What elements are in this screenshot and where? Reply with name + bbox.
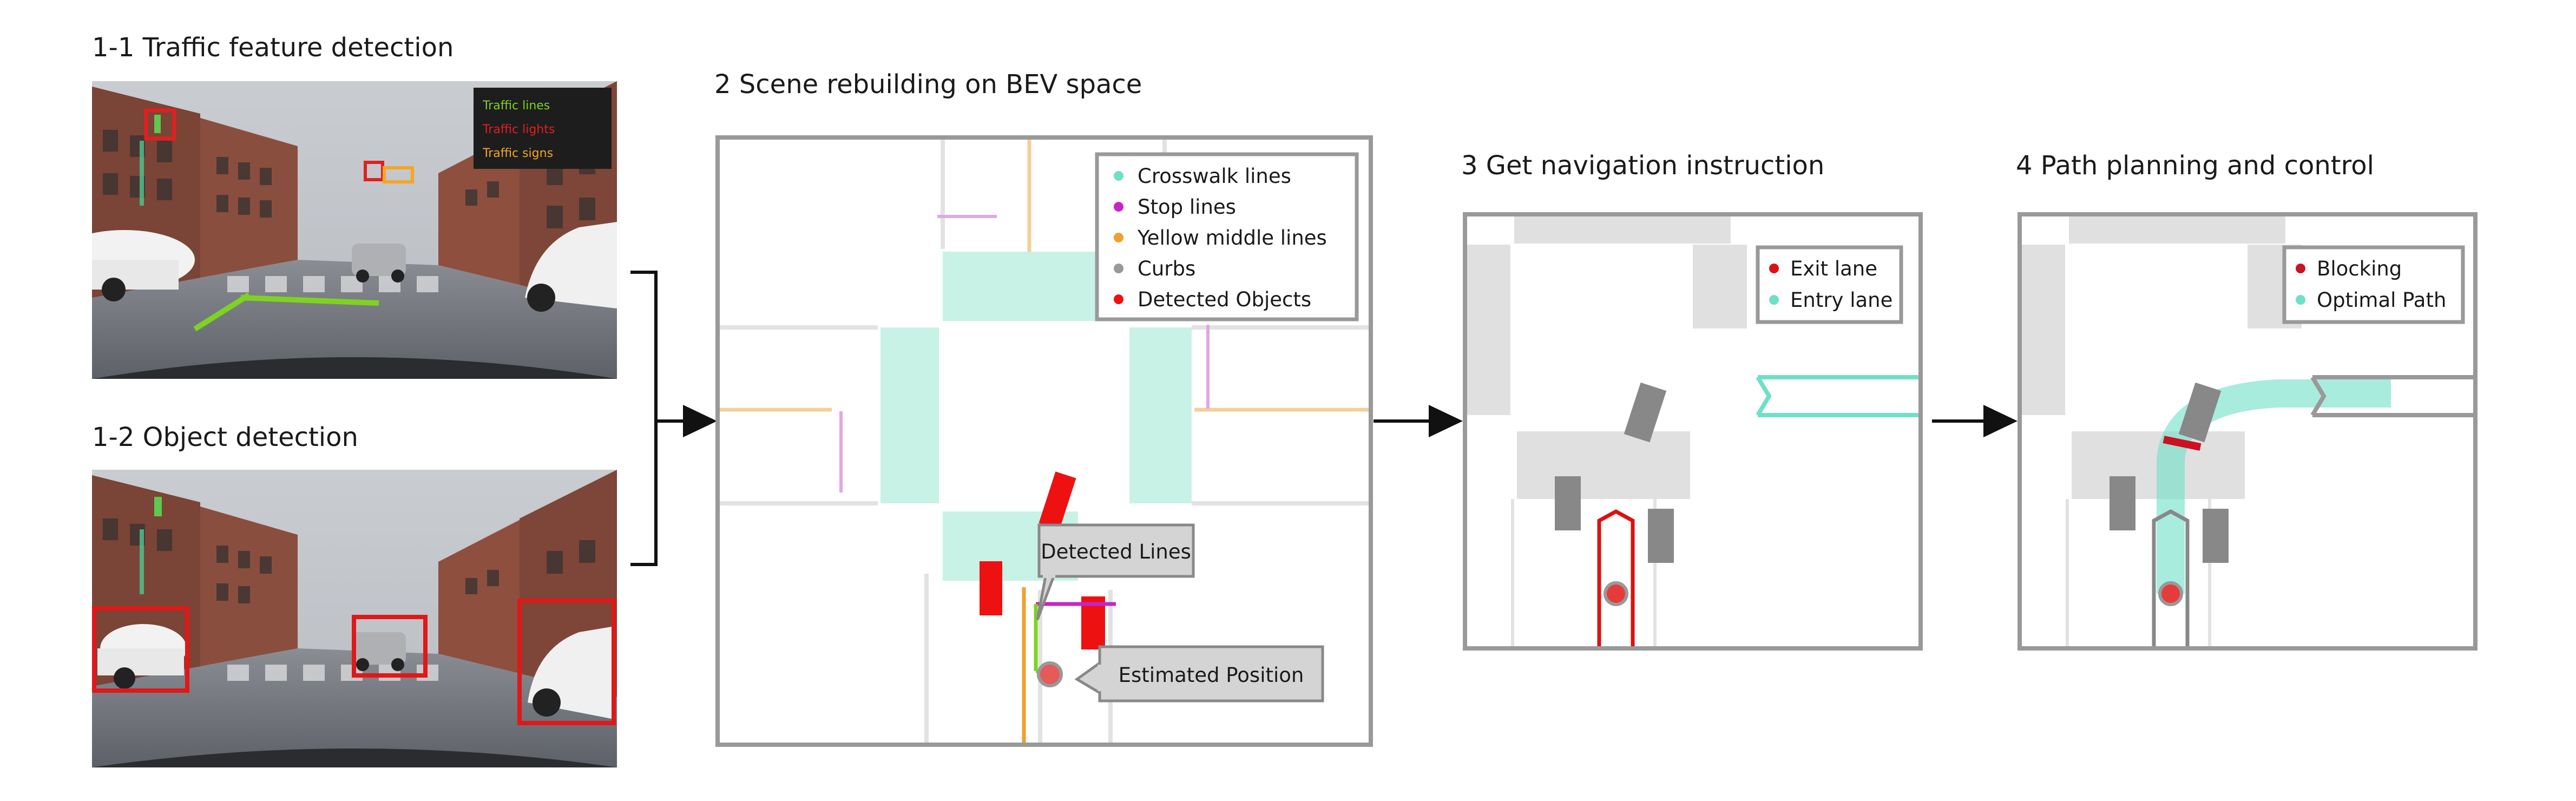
vehicle-left bbox=[2110, 476, 2135, 530]
legend-crosswalk-label: Crosswalk lines bbox=[1138, 165, 1291, 188]
vehicle-top bbox=[2178, 382, 2222, 443]
entry-lane bbox=[2310, 375, 2478, 417]
vehicle-right bbox=[2203, 509, 2229, 563]
panel-1-2-title: 1-2 Object detection bbox=[92, 422, 358, 452]
yellow-middle-lines bbox=[715, 135, 1373, 412]
ego-vehicle-marker bbox=[2158, 581, 2183, 606]
blocking-marker bbox=[2163, 436, 2202, 451]
navigation-legend: Exit lane Entry lane bbox=[1756, 245, 1903, 324]
callout-detected-lines-text: Detected Lines bbox=[1041, 540, 1191, 563]
legend-blocking-swatch bbox=[2296, 264, 2305, 273]
overlay-traffic-lights: Traffic lights bbox=[482, 123, 555, 136]
navigation-panel: Exit lane Entry lane bbox=[1463, 212, 1923, 651]
callout-estimated-position-text: Estimated Position bbox=[1119, 664, 1304, 687]
vehicle-left bbox=[1555, 476, 1581, 530]
legend-curbs-swatch bbox=[1114, 264, 1123, 273]
exit-lane bbox=[1597, 509, 1635, 648]
arrow-to-navigation-icon bbox=[1429, 405, 1463, 437]
panel-2-title: 2 Scene rebuilding on BEV space bbox=[714, 69, 1142, 100]
legend-blocking-label: Blocking bbox=[2317, 257, 2402, 280]
estimated-position-marker bbox=[1037, 661, 1063, 687]
legend-entry-label: Entry lane bbox=[1790, 288, 1892, 312]
ego-vehicle-marker bbox=[1604, 581, 1628, 606]
overlay-traffic-lines: Traffic lines bbox=[482, 99, 550, 113]
legend-stop-label: Stop lines bbox=[1138, 195, 1236, 219]
legend-curbs-label: Curbs bbox=[1138, 257, 1195, 280]
merge-bracket bbox=[630, 271, 658, 566]
path-legend: Blocking Optimal Path bbox=[2282, 245, 2465, 324]
entry-lane bbox=[1756, 375, 1923, 417]
legend-optimal-swatch bbox=[2296, 295, 2305, 305]
overlay-traffic-signs: Traffic signs bbox=[482, 147, 553, 160]
panel-1-1-title: 1-1 Traffic feature detection bbox=[92, 32, 454, 63]
legend-yellow-swatch bbox=[1114, 233, 1123, 242]
callout-detected-lines: Detected Lines bbox=[1036, 523, 1195, 620]
legend-objects-swatch bbox=[1114, 294, 1123, 304]
traffic-feature-photo: Traffic lines Traffic lights Traffic sig… bbox=[92, 81, 617, 379]
path-planning-panel: Blocking Optimal Path bbox=[2018, 212, 2478, 651]
stop-lines bbox=[839, 215, 1210, 493]
arrow-to-bev-icon bbox=[683, 405, 717, 437]
legend-objects-label: Detected Objects bbox=[1138, 288, 1311, 311]
legend-stop-swatch bbox=[1114, 202, 1123, 212]
callout-estimated-position: Estimated Position bbox=[1074, 645, 1324, 702]
panel-4-title: 4 Path planning and control bbox=[2016, 150, 2374, 181]
vehicle-right bbox=[1648, 509, 1674, 563]
legend-exit-swatch bbox=[1769, 264, 1779, 273]
ego-lane bbox=[2152, 509, 2190, 648]
legend-exit-label: Exit lane bbox=[1790, 257, 1877, 280]
legend-crosswalk-swatch bbox=[1114, 171, 1123, 181]
vehicle-top bbox=[1624, 382, 1667, 443]
legend-yellow-label: Yellow middle lines bbox=[1137, 226, 1327, 250]
arrow-to-path-planning-icon bbox=[1983, 405, 2018, 437]
object-detection-photo bbox=[92, 470, 617, 767]
bev-legend: Crosswalk lines Stop lines Yellow middle… bbox=[1095, 152, 1359, 321]
legend-optimal-label: Optimal Path bbox=[2317, 288, 2446, 312]
legend-entry-swatch bbox=[1769, 295, 1779, 305]
panel-3-title: 3 Get navigation instruction bbox=[1461, 150, 1825, 181]
bev-scene-panel: Crosswalk lines Stop lines Yellow middle… bbox=[715, 135, 1373, 747]
